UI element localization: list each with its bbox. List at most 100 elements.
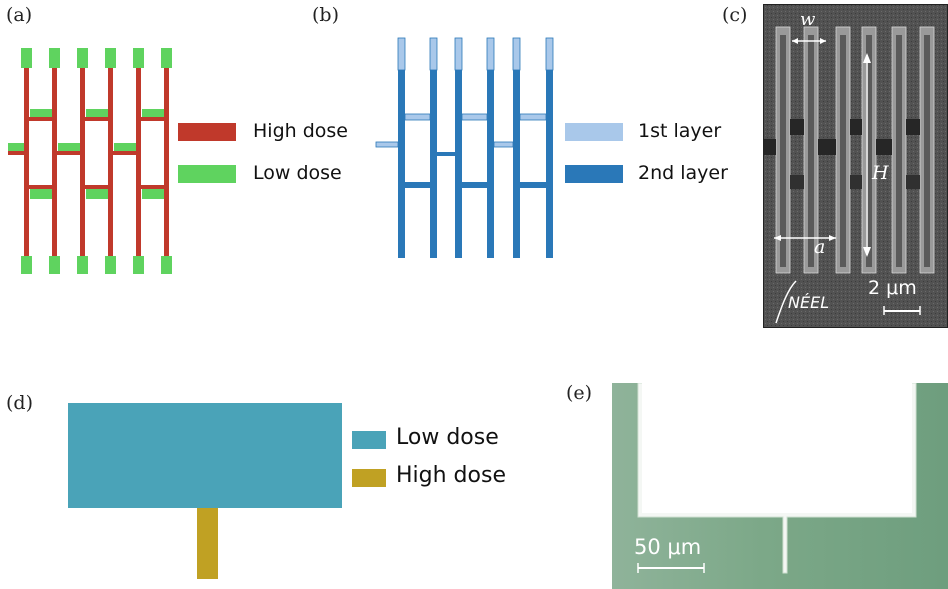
low-dose-middle-pad [58,143,80,153]
low-dose-lower-pad [30,189,52,199]
high-dose-upper-bridge [82,117,110,121]
second-layer-wire [398,70,405,258]
legend-swatch-2nd-layer [565,165,623,183]
sem-wire-core [896,35,902,267]
sem-upper-junction [850,119,862,135]
high-dose-pattern [8,68,169,256]
low-dose-top-cap [77,48,88,68]
legend-label-low-dose: Low dose [253,162,342,184]
sem-wire-core [808,35,814,267]
first-layer-top-segment [397,37,406,71]
first-layer-top-segment [454,37,463,71]
low-dose-top-cap [21,48,32,68]
sem-upper-junction [906,119,920,135]
high-dose-wire [52,68,57,256]
legend-swatch-d-high-dose [352,469,386,487]
legend-label-d-high-dose: High dose [396,463,506,488]
high-dose-wire [80,68,85,256]
low-dose-bottom-cap [21,256,32,274]
first-layer-middle-bridge [493,141,514,148]
low-dose-bottom-cap [49,256,60,274]
sem-side-junction [764,139,776,155]
first-layer-side-bridge [375,141,399,148]
high-dose-middle-bridge [110,151,138,155]
first-layer-top-segment [545,37,554,71]
high-dose-lower-bridge [26,185,54,189]
low-dose-upper-pad [86,109,108,119]
high-dose-wire [108,68,113,256]
low-dose-lower-pad [142,189,164,199]
low-dose-top-cap [161,48,172,68]
sem-middle-junction [876,139,892,155]
sem-middle-junction [818,139,836,155]
low-dose-top-cap [133,48,144,68]
neel-logo: NÉEL [788,293,830,312]
first-layer-top-segment [512,37,521,71]
first-layer-top-segment [429,37,438,71]
sem-wire-core [924,35,930,267]
sem-upper-junction [790,119,804,135]
low-dose-top-cap [105,48,116,68]
period-label-a: a [814,236,826,258]
high-dose-middle-bridge [54,151,82,155]
second-layer-wire [487,70,494,258]
optical-structure [637,383,917,574]
sem-wire-core [840,35,846,267]
low-dose-side-pad [8,143,26,153]
low-dose-upper-pad [142,109,164,119]
legend-label-2nd-layer: 2nd layer [638,162,728,184]
second-layer-wire [513,70,520,258]
low-dose-bottom-cap [161,256,172,274]
low-dose-bottom-cap [133,256,144,274]
sem-wire-core [780,35,786,267]
low-dose-top-cap [49,48,60,68]
second-layer-bridge-lower [520,182,546,188]
legend-swatch-1st-layer [565,123,623,141]
scale-bar-label: 2 μm [868,277,917,299]
low-dose-lower-pad [86,189,108,199]
panel-b-label: (b) [312,4,339,26]
first-layer-bridge-upper [404,113,431,121]
legend-swatch-d-low-dose [352,431,386,449]
height-label-H: H [872,162,889,184]
high-dose-lower-bridge [138,185,166,189]
high-dose-upper-bridge [26,117,54,121]
high-dose-lower-bridge [82,185,110,189]
panel-a-label: (a) [6,4,33,26]
sem-structure [764,5,947,327]
sem-wire-core [866,35,872,267]
second-layer-bridge-lower [405,182,430,188]
low-dose-upper-pad [30,109,52,119]
sem-lower-junction [790,175,804,189]
high-dose-wire [24,68,29,256]
second-layer-bridge-lower [462,182,487,188]
panel-c-label: (c) [722,4,748,26]
low-dose-bottom-cap [105,256,116,274]
first-layer-bridge-upper [461,113,488,121]
high-dose-side-bridge [8,151,26,155]
legend-label-1st-layer: 1st layer [638,120,722,142]
sem-lower-junction [850,175,862,189]
optical-scale-bar-label: 50 μm [634,535,702,559]
legend-swatch-low-dose [178,165,236,183]
legend-label-high-dose: High dose [253,120,348,142]
second-layer-wire [455,70,462,258]
second-layer-pattern [398,70,553,258]
low-dose-bottom-cap [77,256,88,274]
legend-label-d-low-dose: Low dose [396,425,499,450]
low-dose-middle-pad [114,143,136,153]
high-dose-upper-bridge [138,117,166,121]
high-dose-wire [164,68,169,256]
width-label-w: w [800,9,816,30]
panel-d-label: (d) [6,392,33,414]
first-layer-top-segment [486,37,495,71]
legend-swatch-high-dose [178,123,236,141]
first-layer-bridge-upper [519,113,547,121]
second-layer-middle-bridge [437,152,455,156]
optical-image: 50 μm [612,383,948,589]
second-layer-wire [546,70,553,258]
panel-e-label: (e) [566,382,593,404]
second-layer-wire [430,70,437,258]
low-dose-pattern [8,48,172,274]
